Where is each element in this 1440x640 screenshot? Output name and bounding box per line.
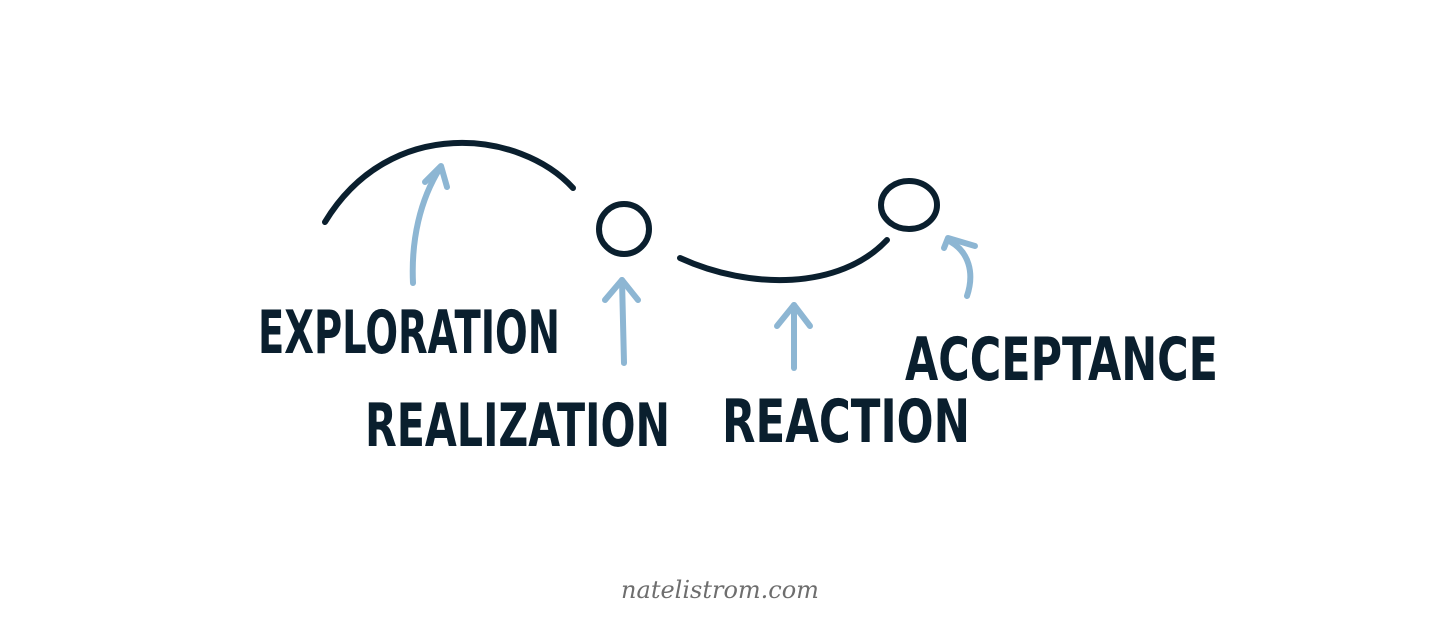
reaction-label: REACTION bbox=[722, 387, 970, 457]
exploration-label: EXPLORATION bbox=[258, 298, 560, 368]
exploration-arc bbox=[322, 139, 576, 225]
reaction-arrow bbox=[774, 302, 813, 371]
site-credit: natelistrom.com bbox=[621, 576, 819, 604]
reaction-curve bbox=[677, 237, 890, 284]
acceptance-label: ACCEPTANCE bbox=[905, 325, 1218, 395]
acceptance-circle bbox=[878, 178, 940, 232]
realization-circle bbox=[596, 201, 652, 257]
realization-arrow bbox=[602, 277, 641, 366]
acceptance-arrow bbox=[941, 235, 978, 299]
exploration-arrow bbox=[409, 163, 450, 286]
realization-label: REALIZATION bbox=[365, 391, 670, 461]
